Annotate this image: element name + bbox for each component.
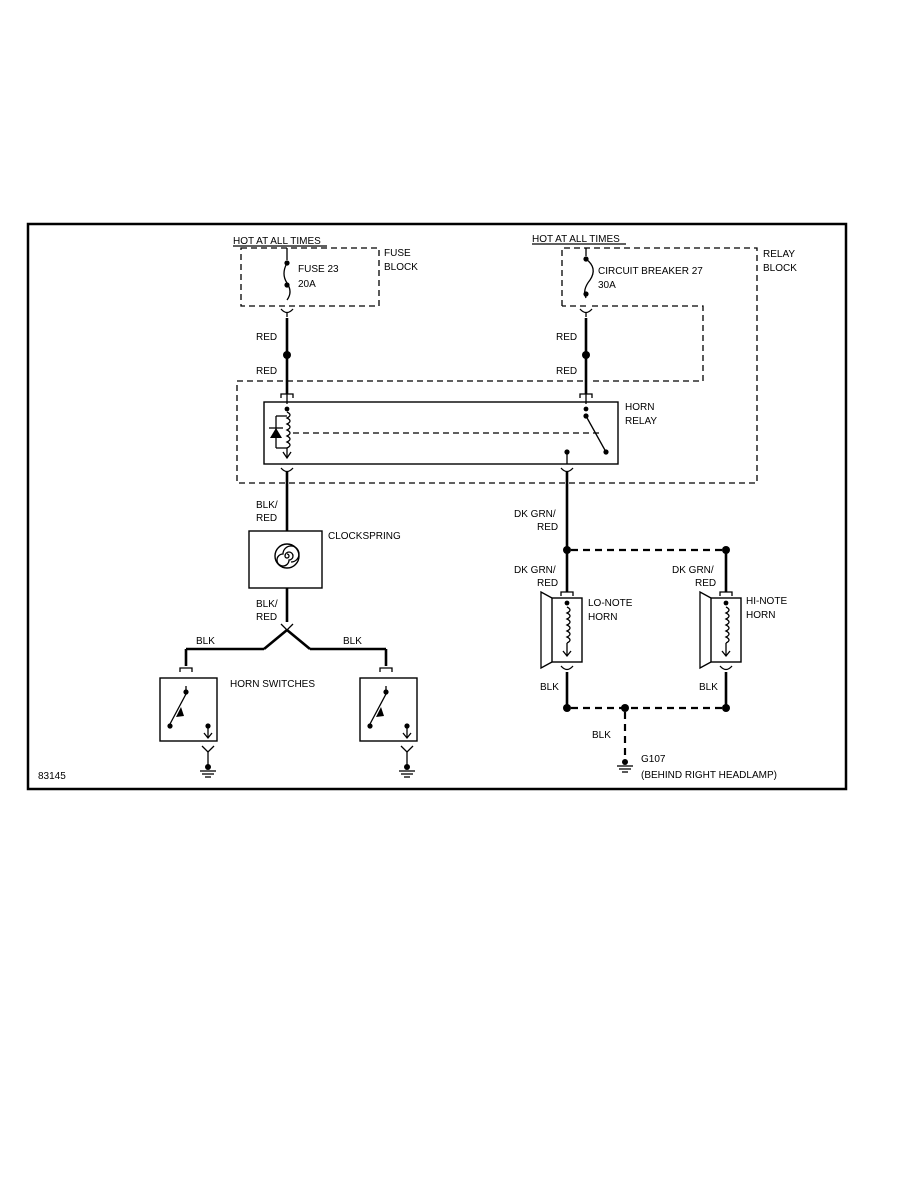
blk-red-label-2: RED [256, 513, 277, 524]
horn-switch-left: HORN SWITCHES [159, 667, 315, 778]
blk-red-lower-label-2: RED [256, 612, 277, 623]
blk-red-lower-label-1: BLK/ [256, 599, 278, 610]
lo-note-horn: LO-NOTE HORN [540, 590, 633, 671]
dk-grn-red-hi-label-2: RED [695, 578, 716, 589]
relay-hot-at-all-times-label: HOT AT ALL TIMES [532, 234, 620, 245]
horn-relay-label-1: HORN [625, 402, 654, 413]
horn-switch-right [359, 667, 418, 778]
blk-label-lo-horn: BLK [540, 682, 559, 693]
red-label-right-1: RED [556, 332, 577, 343]
horn-relay: HORN RELAY [263, 393, 657, 473]
blk-label-switch-right: BLK [343, 636, 362, 647]
hi-note-horn: HI-NOTE HORN [699, 590, 787, 671]
red-label-left-1: RED [256, 332, 277, 343]
diagram-frame [26, 222, 848, 791]
fuse-block-label-1: FUSE [384, 248, 411, 259]
breaker-name: CIRCUIT BREAKER 27 [598, 266, 703, 277]
fuse-hot-at-all-times-label: HOT AT ALL TIMES [233, 236, 321, 247]
hi-note-horn-label-2: HORN [746, 610, 775, 621]
blk-label-ground: BLK [592, 730, 611, 741]
relay-block-label-2: BLOCK [763, 263, 797, 274]
fuse-rating: 20A [298, 279, 316, 290]
relay-block-label-1: RELAY [763, 249, 795, 260]
red-label-left-2: RED [256, 366, 277, 377]
dk-grn-red-hi-label-1: DK GRN/ [672, 565, 714, 576]
lo-note-horn-label-1: LO-NOTE [588, 598, 633, 609]
fuse-23-symbol [280, 248, 294, 317]
horn-switches-label: HORN SWITCHES [230, 679, 315, 690]
hi-note-horn-label-1: HI-NOTE [746, 596, 787, 607]
clockspring-label: CLOCKSPRING [328, 531, 401, 542]
ground-name: G107 [641, 754, 666, 765]
circuit-breaker-27-symbol [579, 248, 594, 317]
dk-grn-red-lo-label-1: DK GRN/ [514, 565, 556, 576]
blk-red-wire-lower: BLK/ RED BLK BLK [184, 588, 388, 666]
red-wire-left: RED RED [256, 318, 291, 394]
blk-label-switch-left: BLK [196, 636, 215, 647]
fuse-block-label-2: BLOCK [384, 262, 418, 273]
dk-grn-red-lo-label-2: RED [537, 578, 558, 589]
blk-red-label-1: BLK/ [256, 500, 278, 511]
lo-note-horn-label-2: HORN [588, 612, 617, 623]
blk-label-hi-horn: BLK [699, 682, 718, 693]
red-wire-right: RED RED [556, 318, 590, 394]
relay-coil-symbol [269, 406, 292, 460]
relay-block: HOT AT ALL TIMES RELAY BLOCK CIRCUIT BRE… [236, 234, 797, 484]
relay-switch-contacts [564, 406, 609, 464]
figure-id: 83145 [38, 771, 66, 782]
red-label-right-2: RED [556, 366, 577, 377]
fuse-block: HOT AT ALL TIMES FUSE BLOCK FUSE 23 20A [233, 236, 418, 317]
dk-grn-red-label-1: DK GRN/ [514, 509, 556, 520]
dk-grn-red-label-2: RED [537, 522, 558, 533]
horn-ground-wires: BLK BLK BLK [540, 672, 730, 773]
clockspring: CLOCKSPRING [248, 530, 401, 589]
ground-location: (BEHIND RIGHT HEADLAMP) [641, 770, 777, 781]
horn-relay-label-2: RELAY [625, 416, 657, 427]
blk-red-wire: BLK/ RED [256, 472, 289, 531]
breaker-rating: 30A [598, 280, 616, 291]
dk-grn-red-wire: DK GRN/ RED DK GRN/ RED DK GRN/ RED [514, 472, 730, 592]
fuse-name: FUSE 23 [298, 264, 339, 275]
